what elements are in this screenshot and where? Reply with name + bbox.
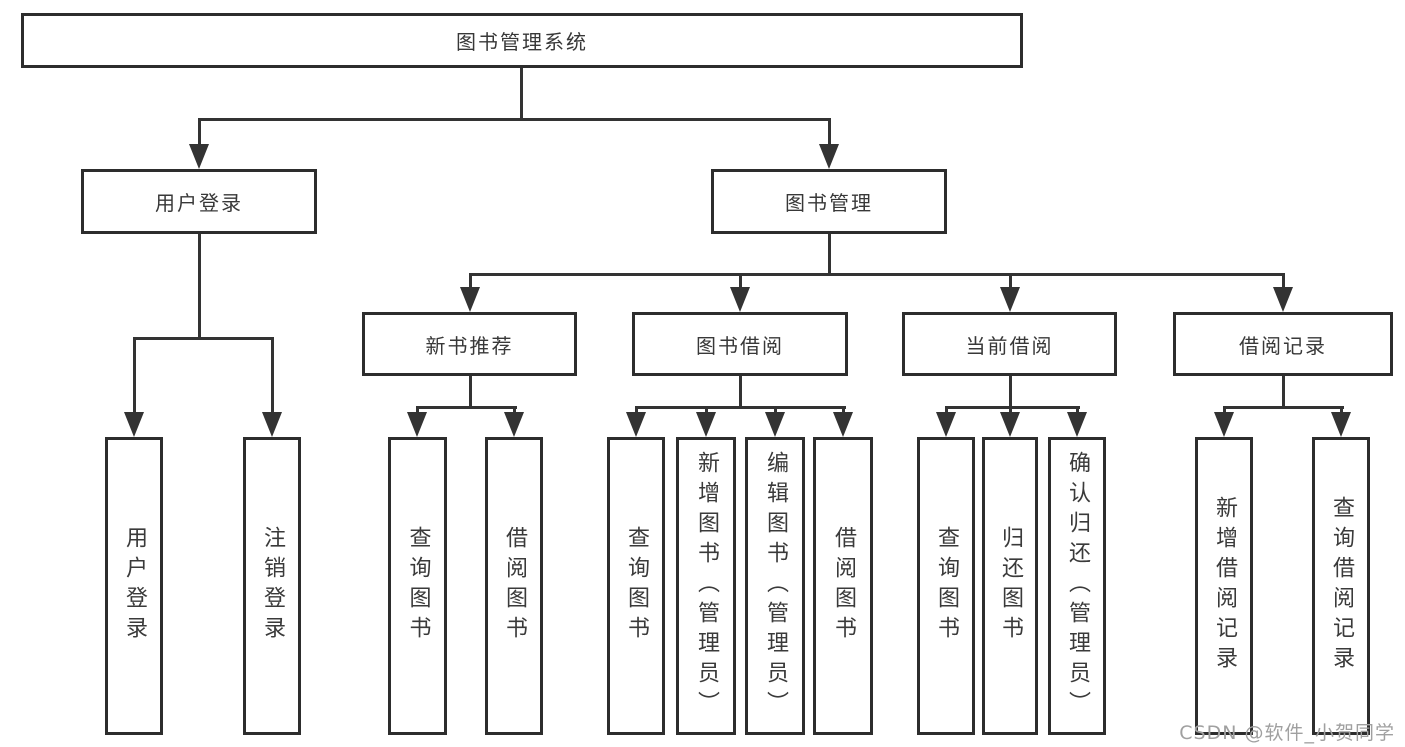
arrowhead-icon xyxy=(1067,412,1087,437)
arrowhead-icon xyxy=(124,412,144,437)
leaf-add-books-admin-label: 新增图书（管理员） xyxy=(694,451,719,721)
arrowhead-icon xyxy=(262,412,282,437)
arrowhead-icon xyxy=(696,412,716,437)
leaf-query-books-borrow: 查询图书 xyxy=(607,437,665,735)
arrowhead-icon xyxy=(189,144,209,169)
connector-root-stem xyxy=(520,68,523,118)
node-new-book-recommend: 新书推荐 xyxy=(362,312,577,376)
connector-shaft xyxy=(416,406,419,415)
connector-shaft xyxy=(705,406,708,415)
leaf-logout-label: 注销登录 xyxy=(260,526,285,646)
connector-level2-rail xyxy=(198,118,831,121)
connector-shaft xyxy=(1009,273,1012,290)
connector-shaft xyxy=(1223,406,1226,415)
leaf-edit-books-admin-label: 编辑图书（管理员） xyxy=(763,451,788,721)
node-root-library-system: 图书管理系统 xyxy=(21,13,1023,68)
arrowhead-icon xyxy=(504,412,524,437)
leaf-return-books-label: 归还图书 xyxy=(998,526,1023,646)
leaf-query-books-recommend-label: 查询图书 xyxy=(405,526,431,646)
connector-shaft xyxy=(469,273,472,290)
connector-user-login-rail xyxy=(133,337,274,340)
connector-records-stem xyxy=(1282,376,1285,409)
connector-current-rail xyxy=(945,406,1080,409)
connector-shaft xyxy=(1340,406,1343,415)
connector-shaft xyxy=(1282,273,1285,290)
connector-shaft xyxy=(513,406,516,415)
leaf-query-books-current: 查询图书 xyxy=(917,437,975,735)
leaf-user-login-label: 用户登录 xyxy=(122,526,147,646)
connector-recommend-stem xyxy=(469,376,472,409)
connector-borrow-stem xyxy=(739,376,742,409)
leaf-logout: 注销登录 xyxy=(243,437,301,735)
arrowhead-icon xyxy=(833,412,853,437)
node-user-login: 用户登录 xyxy=(81,169,317,234)
node-borrow-records: 借阅记录 xyxy=(1173,312,1393,376)
connector-shaft xyxy=(133,337,136,415)
node-book-borrow: 图书借阅 xyxy=(632,312,848,376)
connector-shaft xyxy=(774,406,777,415)
connector-borrow-rail xyxy=(635,406,846,409)
arrowhead-icon xyxy=(730,287,750,312)
connector-level3-rail xyxy=(469,273,1285,276)
arrowhead-icon xyxy=(1214,412,1234,437)
leaf-query-books-current-label: 查询图书 xyxy=(934,526,959,646)
connector-book-mgmt-stem xyxy=(828,234,831,276)
leaf-confirm-return-admin: 确认归还（管理员） xyxy=(1048,437,1106,735)
arrowhead-icon xyxy=(1000,412,1020,437)
arrowhead-icon xyxy=(407,412,427,437)
arrowhead-icon xyxy=(1273,287,1293,312)
arrowhead-icon xyxy=(460,287,480,312)
leaf-query-borrow-record: 查询借阅记录 xyxy=(1312,437,1370,735)
connector-shaft xyxy=(271,337,274,415)
connector-recommend-rail xyxy=(416,406,517,409)
connector-shaft xyxy=(842,406,845,415)
leaf-borrow-books-recommend-label: 借阅图书 xyxy=(502,526,527,646)
arrowhead-icon xyxy=(1331,412,1351,437)
connector-shaft xyxy=(1076,406,1079,415)
node-current-borrow: 当前借阅 xyxy=(902,312,1117,376)
leaf-edit-books-admin: 编辑图书（管理员） xyxy=(745,437,805,735)
leaf-confirm-return-admin-label: 确认归还（管理员） xyxy=(1065,451,1090,721)
leaf-query-books-recommend: 查询图书 xyxy=(388,437,447,735)
leaf-add-books-admin: 新增图书（管理员） xyxy=(676,437,736,735)
arrowhead-icon xyxy=(936,412,956,437)
node-book-management: 图书管理 xyxy=(711,169,947,234)
connector-shaft xyxy=(945,406,948,415)
connector-shaft xyxy=(198,118,201,146)
csdn-watermark: CSDN @软件_小贺同学 xyxy=(1179,722,1395,744)
leaf-borrow-books-label: 借阅图书 xyxy=(831,526,856,646)
arrowhead-icon xyxy=(819,144,839,169)
arrowhead-icon xyxy=(765,412,785,437)
leaf-borrow-books: 借阅图书 xyxy=(813,437,873,735)
connector-records-rail xyxy=(1223,406,1344,409)
leaf-query-borrow-record-label: 查询借阅记录 xyxy=(1329,496,1354,676)
leaf-add-borrow-record: 新增借阅记录 xyxy=(1195,437,1253,735)
connector-user-login-stem xyxy=(198,234,201,340)
connector-current-stem xyxy=(1009,376,1012,409)
arrowhead-icon xyxy=(626,412,646,437)
leaf-borrow-books-recommend: 借阅图书 xyxy=(485,437,543,735)
leaf-add-borrow-record-label: 新增借阅记录 xyxy=(1212,496,1237,676)
connector-shaft xyxy=(828,118,831,146)
leaf-return-books: 归还图书 xyxy=(982,437,1038,735)
leaf-query-books-borrow-label: 查询图书 xyxy=(624,526,649,646)
connector-shaft xyxy=(739,273,742,290)
connector-shaft xyxy=(635,406,638,415)
connector-shaft xyxy=(1009,406,1012,415)
leaf-user-login: 用户登录 xyxy=(105,437,163,735)
arrowhead-icon xyxy=(1000,287,1020,312)
